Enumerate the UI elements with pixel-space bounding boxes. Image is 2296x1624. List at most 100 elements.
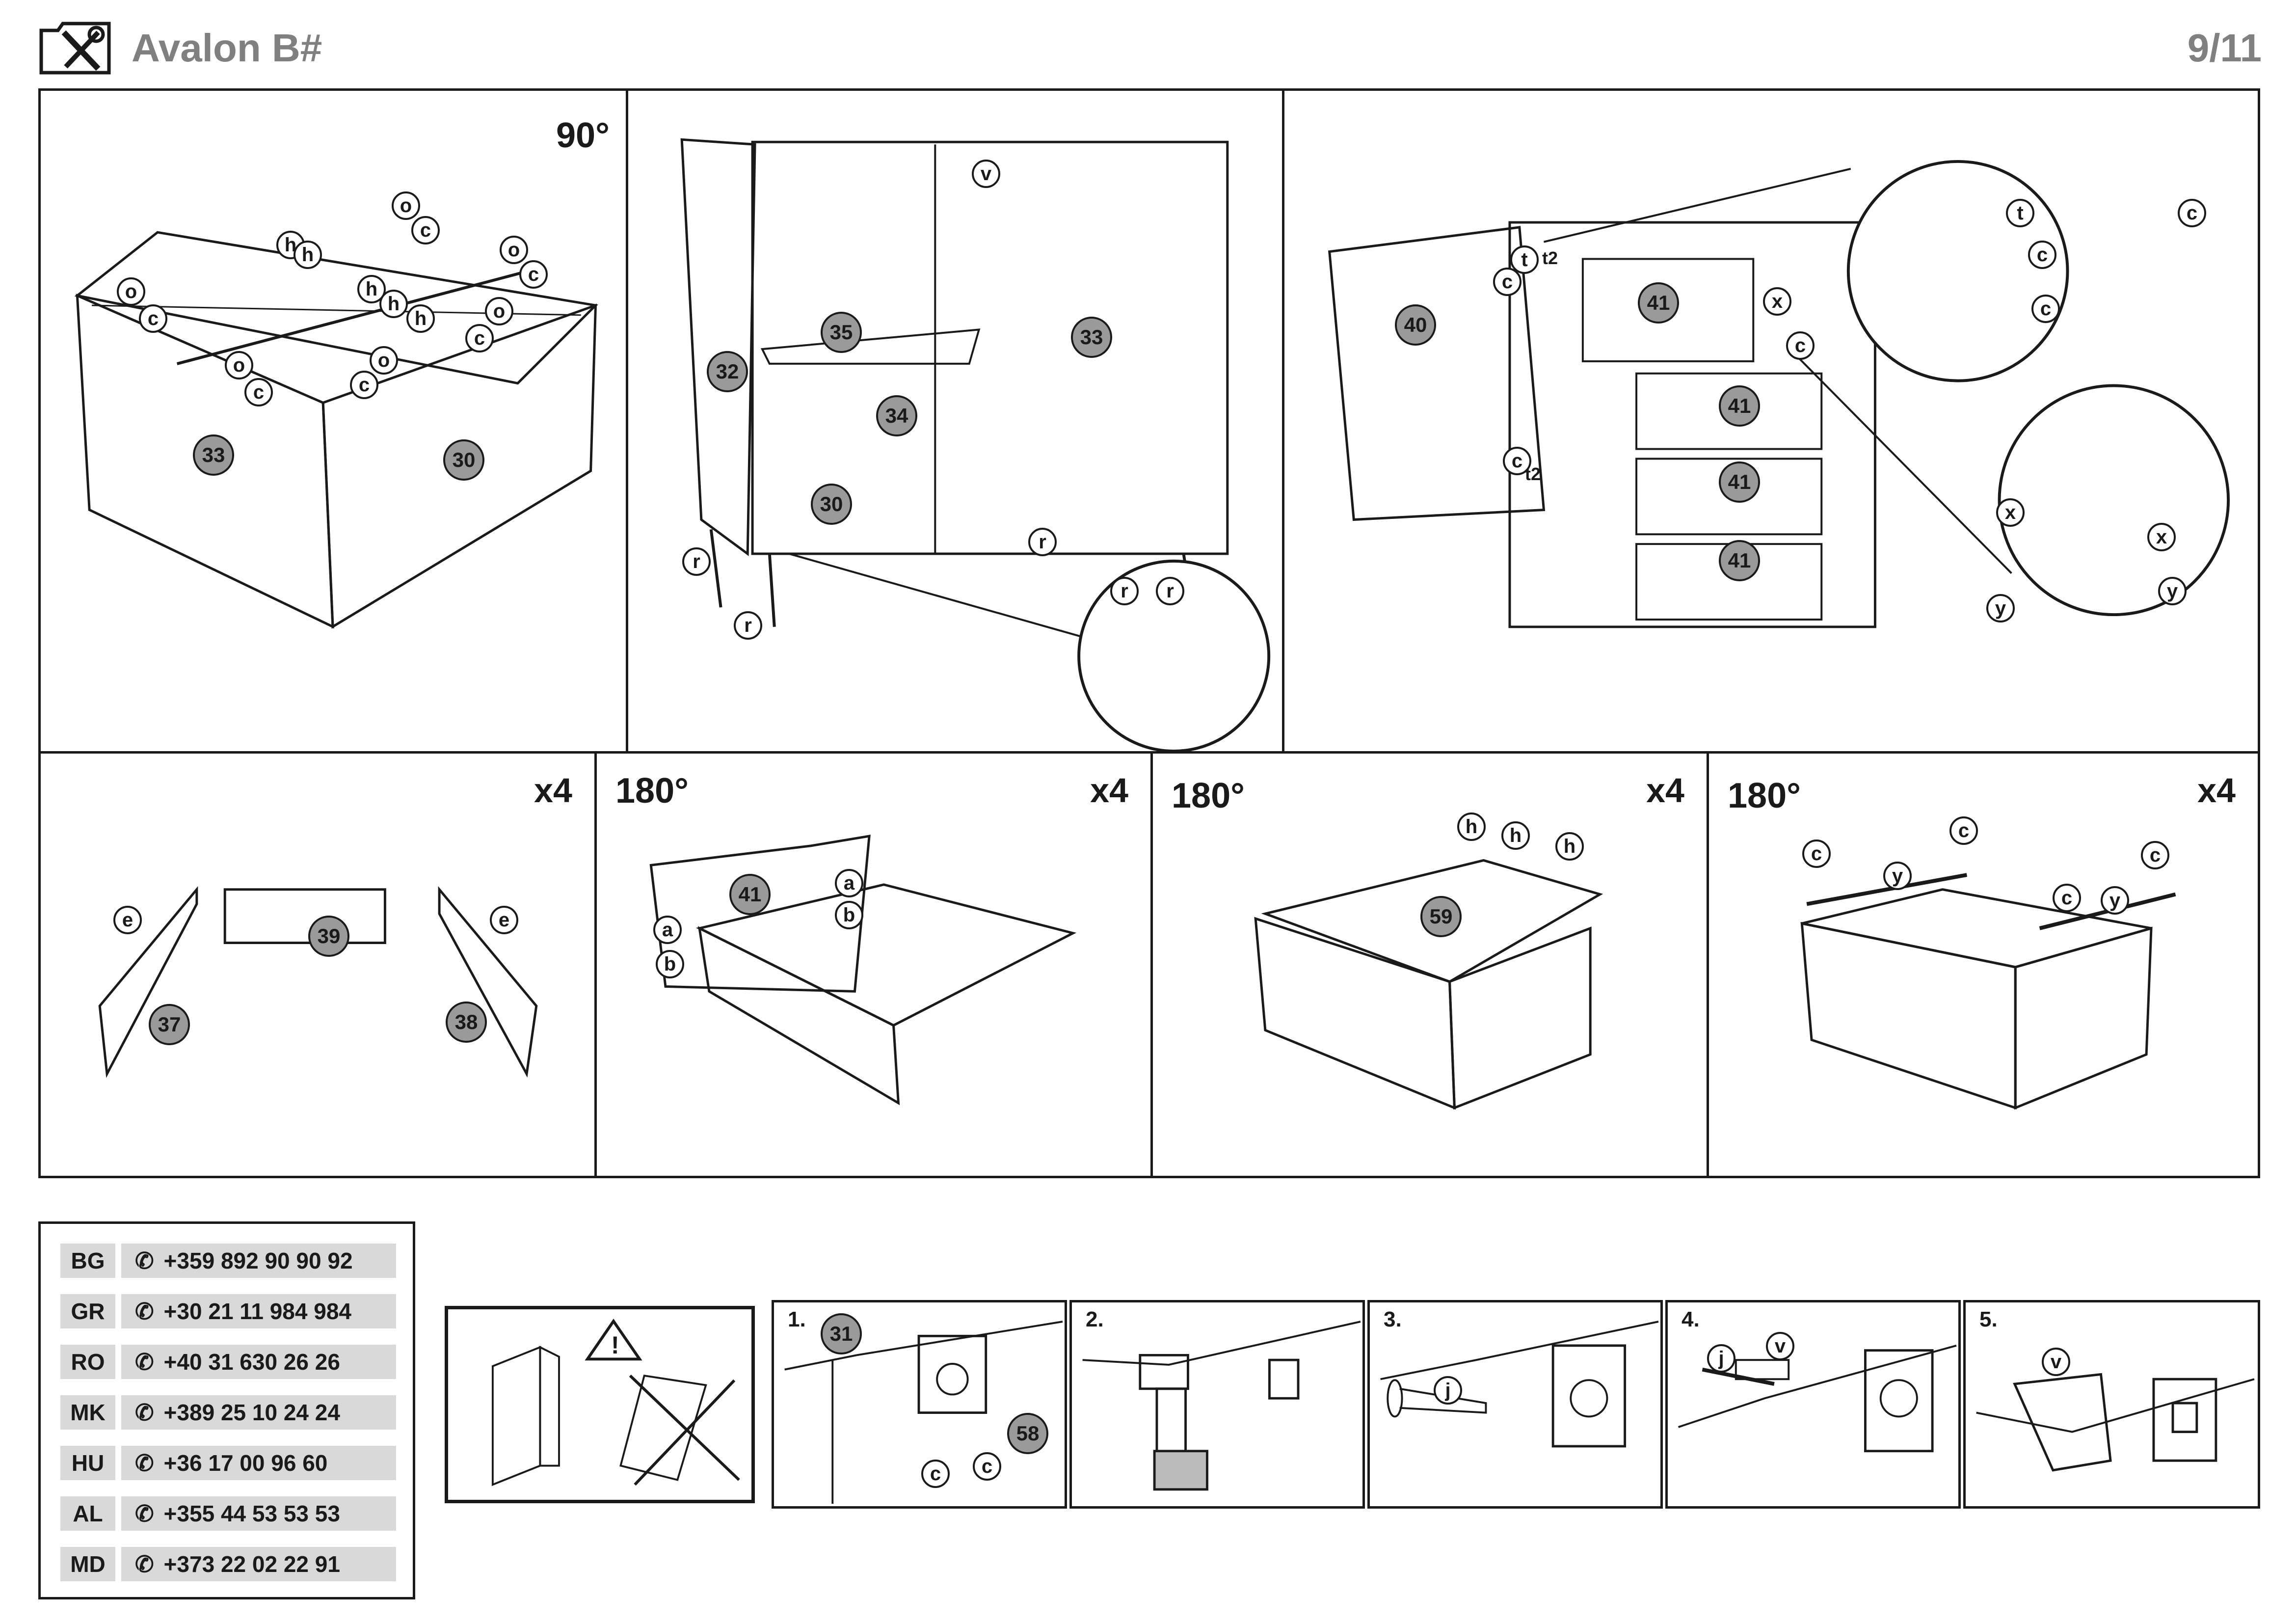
contact-row: GR ✆+30 21 11 984 984 xyxy=(60,1294,396,1328)
tipping-warning-drawing xyxy=(491,1319,740,1486)
rotation-180-label: 180° xyxy=(1728,776,1801,815)
frame-assembly-drawing xyxy=(74,231,598,629)
contact-row: RO ✆+40 31 630 26 26 xyxy=(60,1345,396,1379)
step-number: 5. xyxy=(1979,1307,1998,1331)
hardware-o: o xyxy=(370,346,398,375)
hardware-o: o xyxy=(225,351,253,379)
part-32: 32 xyxy=(707,351,748,392)
part-35: 35 xyxy=(821,312,862,353)
hardware-v: v xyxy=(972,160,1000,188)
hardware-x: x xyxy=(1763,287,1791,316)
hardware-r: r xyxy=(1156,577,1184,605)
hardware-c: c xyxy=(139,304,167,333)
step-5-drawing xyxy=(1976,1373,2255,1472)
phone-icon: ✆ xyxy=(135,1551,154,1577)
step-4-panel: 4. j v xyxy=(1665,1300,1961,1509)
hardware-x: x xyxy=(1996,498,2025,527)
hardware-c: c xyxy=(411,216,440,244)
phone-icon: ✆ xyxy=(135,1248,154,1273)
drawer-panels-drawing xyxy=(98,886,538,1078)
phone-entry: ✆ +389 25 10 24 24 xyxy=(121,1395,396,1430)
hardware-t-subscript: t2 xyxy=(1542,248,1558,268)
contact-row: MK ✆+389 25 10 24 24 xyxy=(60,1395,396,1430)
multiplier-x4: x4 xyxy=(2197,771,2236,810)
contact-phone-list: BG ✆+359 892 90 90 92 GR ✆+30 21 11 984 … xyxy=(38,1221,415,1599)
part-38: 38 xyxy=(446,1001,487,1043)
country-code: MD xyxy=(60,1547,115,1581)
hardware-y: y xyxy=(1986,594,2015,623)
step-number: 2. xyxy=(1086,1307,1104,1331)
hardware-y: y xyxy=(2101,886,2129,915)
part-34: 34 xyxy=(876,395,917,436)
part-39: 39 xyxy=(308,916,349,957)
phone-entry: ✆+30 21 11 984 984 xyxy=(121,1294,396,1328)
hardware-r: r xyxy=(682,547,711,576)
part-31: 31 xyxy=(821,1313,862,1354)
phone-number: +36 17 00 96 60 xyxy=(163,1450,328,1476)
step-number: 4. xyxy=(1682,1307,1700,1331)
hardware-c: c xyxy=(1786,331,1815,360)
hardware-c: c xyxy=(1949,816,1978,845)
step-3-drawing xyxy=(1380,1321,1659,1448)
phone-number: +40 31 630 26 26 xyxy=(163,1349,340,1375)
step-panel-shelves-legs: 32 35 34 33 30 v r r r r r xyxy=(626,88,1284,754)
hardware-h: h xyxy=(1501,821,1530,850)
part-41: 41 xyxy=(1719,461,1760,503)
part-37: 37 xyxy=(149,1004,190,1045)
hardware-c: c xyxy=(2141,841,2169,869)
hardware-y: y xyxy=(2158,577,2187,605)
hardware-c: c xyxy=(1503,447,1531,475)
hardware-t: t xyxy=(2006,199,2034,227)
step-2-drawing xyxy=(1082,1321,1361,1491)
drawer-rails-drawing xyxy=(1800,873,2176,1110)
part-41: 41 xyxy=(1638,282,1679,324)
hardware-c: c xyxy=(2178,199,2206,227)
hardware-x: x xyxy=(2147,523,2176,551)
step-number: 1. xyxy=(788,1307,806,1331)
hardware-j: j xyxy=(1707,1344,1735,1373)
hardware-h: h xyxy=(357,275,386,303)
hardware-c: c xyxy=(465,324,494,352)
hardware-c: c xyxy=(244,378,273,406)
part-41: 41 xyxy=(1719,540,1760,581)
step-panel-drawer-front: 180° x4 41 a b a b xyxy=(594,751,1153,1178)
hardware-r: r xyxy=(1110,577,1139,605)
tools-icon xyxy=(38,21,112,76)
part-41: 41 xyxy=(1719,385,1760,427)
step-number: 3. xyxy=(1384,1307,1402,1331)
phone-entry: ✆+355 44 53 53 53 xyxy=(121,1496,396,1531)
part-59: 59 xyxy=(1420,896,1462,937)
hardware-r: r xyxy=(734,611,762,640)
step-panel-drawer-panels: x4 39 37 38 e e xyxy=(38,751,597,1178)
phone-number: +389 25 10 24 24 xyxy=(163,1400,340,1425)
hardware-h: h xyxy=(379,290,408,318)
hardware-o: o xyxy=(392,191,420,220)
country-code: GR xyxy=(60,1294,115,1328)
hardware-c: c xyxy=(2053,884,2081,912)
hardware-e: e xyxy=(490,906,518,934)
hardware-h: h xyxy=(406,304,435,333)
hardware-o: o xyxy=(500,236,528,264)
step-1-drawing xyxy=(784,1321,1063,1504)
hardware-c: c xyxy=(1802,839,1831,868)
multiplier-x4: x4 xyxy=(1646,771,1684,810)
step-panel-drawer-bottom: 180° x4 59 h h h xyxy=(1150,751,1709,1178)
hardware-c: c xyxy=(2028,241,2056,269)
hardware-o: o xyxy=(117,277,145,306)
rotation-180-label: 180° xyxy=(615,771,689,811)
country-code: BG xyxy=(60,1244,115,1278)
phone-entry: ✆+359 892 90 90 92 xyxy=(121,1244,396,1278)
phone-number: +30 21 11 984 984 xyxy=(163,1299,351,1324)
step-1-panel: 1. 31 58 c c xyxy=(772,1300,1067,1509)
phone-entry: ✆+36 17 00 96 60 xyxy=(121,1446,396,1480)
hardware-e: e xyxy=(113,906,142,934)
phone-icon: ✆ xyxy=(135,1349,154,1375)
phone-entry: ✆ +40 31 630 26 26 xyxy=(121,1345,396,1379)
page-number: 9/11 xyxy=(2187,26,2262,70)
step-panel-door-drawers: 40 41 41 41 41 t t2 c c x c t t2 c c c x… xyxy=(1282,88,2260,754)
phone-icon: ✆ xyxy=(135,1400,154,1425)
rotation-180-label: 180° xyxy=(1172,776,1245,815)
hardware-b: b xyxy=(835,901,863,929)
hardware-h: h xyxy=(1457,812,1486,841)
cabinet-legs-drawing xyxy=(680,138,1271,751)
